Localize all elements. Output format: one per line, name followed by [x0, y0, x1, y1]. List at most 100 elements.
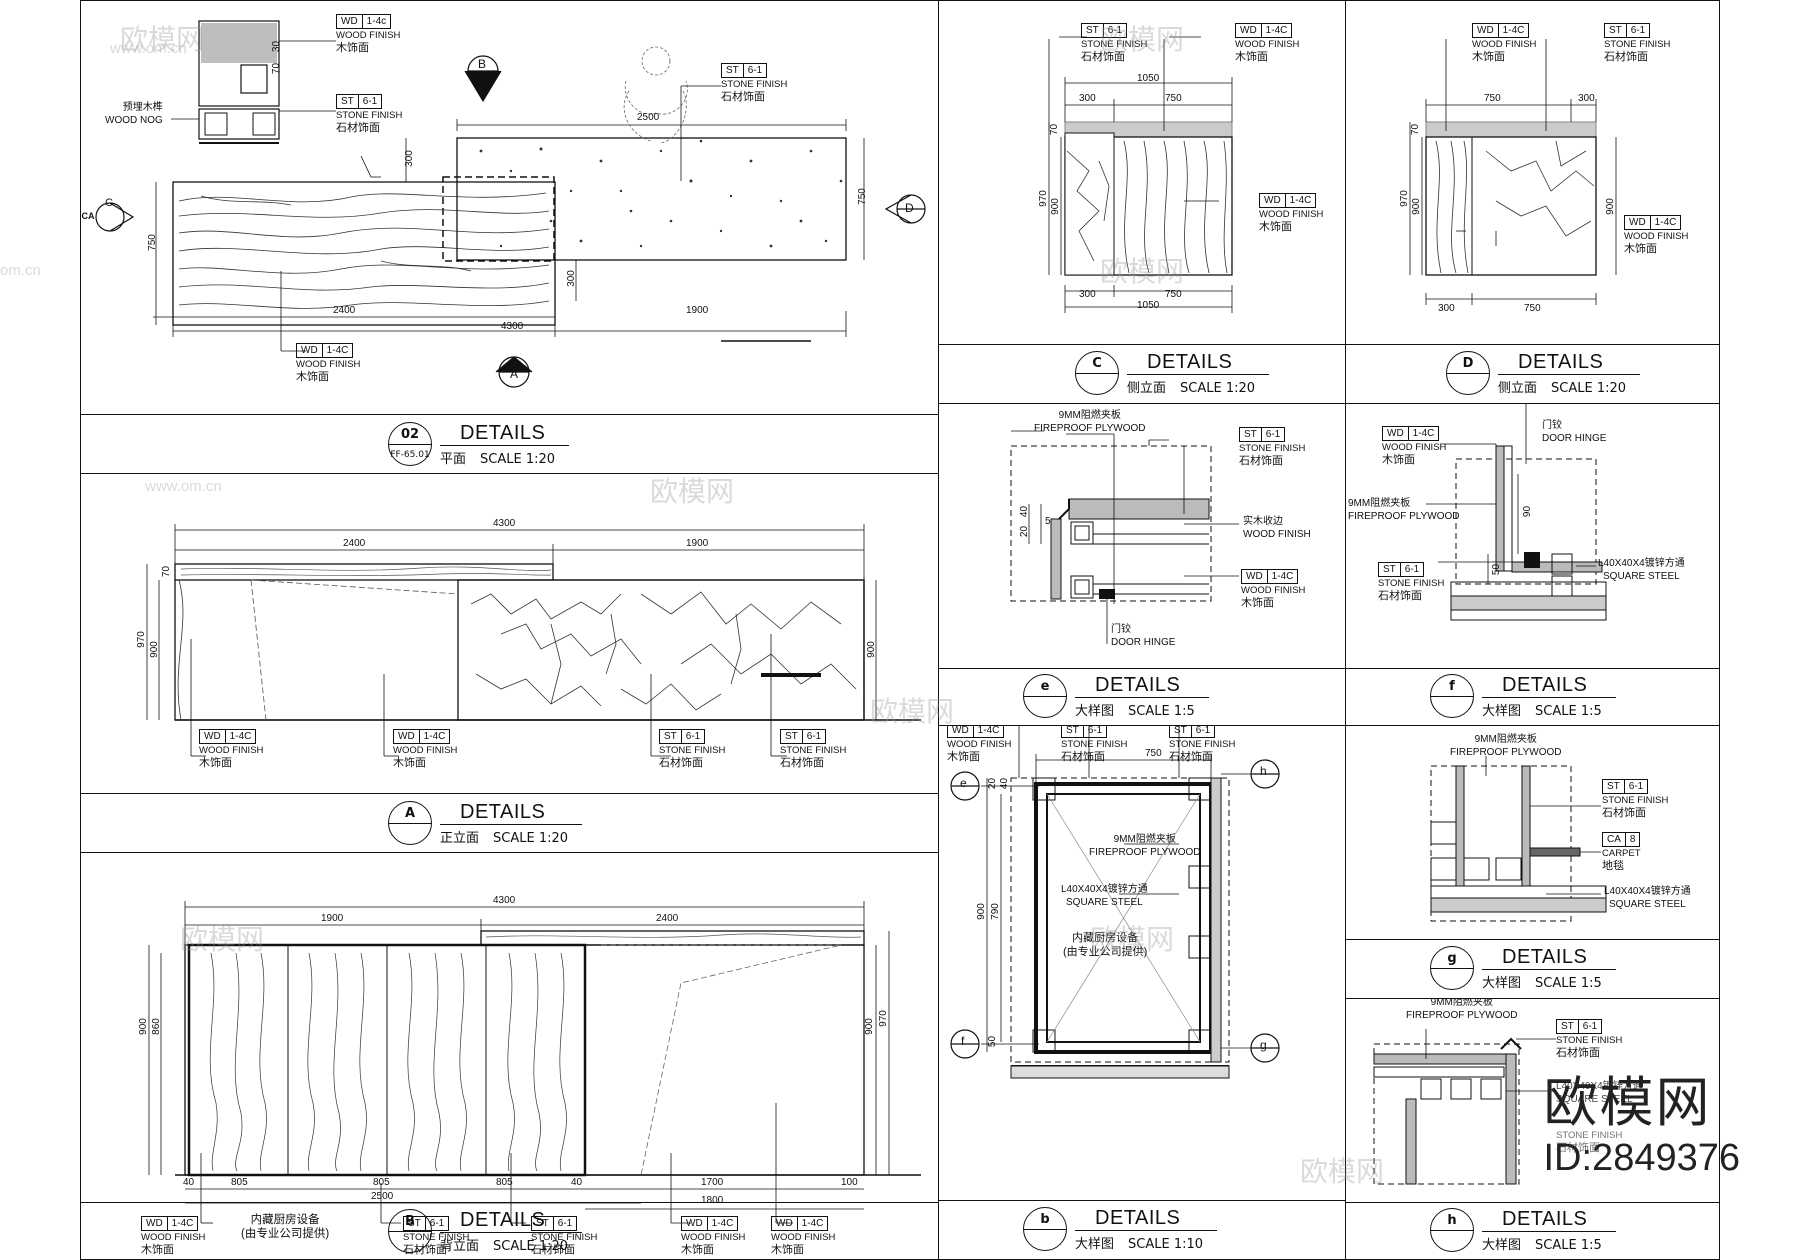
back-dim-1700: 1700 [701, 1177, 724, 1188]
back-dim-100: 100 [841, 1177, 858, 1188]
front-dim-70: 70 [161, 565, 173, 578]
marker-c-caption: ICA [80, 211, 95, 221]
detail-g-drawing [1430, 756, 1607, 922]
dim-30: 30 [271, 40, 283, 53]
front-dim-900-right: 900 [865, 641, 877, 658]
c-dim-1050-top: 1050 [1137, 73, 1160, 84]
back-dim-1900: 1900 [321, 913, 344, 924]
d-dim-300-bottom: 300 [1438, 303, 1455, 314]
brand-id: ID:2849376 [1543, 1137, 1741, 1179]
dim-70: 70 [271, 62, 283, 75]
back-dim-1800: 1800 [701, 1195, 724, 1206]
d-dim-970: 970 [1398, 190, 1410, 207]
watermark-url-3: om.cn [0, 262, 41, 279]
b-marker-e: e [960, 776, 967, 790]
front-dim-900-left: 900 [148, 641, 160, 658]
f-dim-50: 50 [1491, 563, 1503, 576]
back-dim-900-left: 900 [137, 1018, 149, 1035]
back-dim-805-c: 805 [496, 1177, 513, 1188]
d-dim-300-top: 300 [1578, 93, 1595, 104]
marker-d: D [905, 201, 914, 215]
dim-1900: 1900 [686, 305, 709, 316]
front-dim-1900: 1900 [686, 538, 709, 549]
back-dim-860: 860 [150, 1018, 162, 1035]
b-marker-f: f [961, 1034, 965, 1048]
brand-name: 欧模网 [1543, 1071, 1712, 1134]
b-dim-50: 50 [987, 1035, 999, 1048]
e-dim-40: 40 [1019, 505, 1031, 518]
panel-back-elevation: 4300 1900 2400 900 860 900 970 40 805 80… [80, 852, 939, 1260]
b-marker-h: h [1260, 764, 1267, 778]
b-dim-40: 40 [999, 777, 1011, 790]
back-dim-40-b: 40 [571, 1177, 583, 1188]
back-dim-970: 970 [877, 1010, 889, 1027]
back-dim-900-right: 900 [863, 1018, 875, 1035]
dim-750-right: 750 [856, 188, 868, 205]
marker-c: C [105, 197, 113, 209]
dim-4300: 4300 [501, 321, 524, 332]
front-dim-4300: 4300 [493, 518, 516, 529]
c-dim-900: 900 [1049, 198, 1061, 215]
dim-2400: 2400 [333, 305, 356, 316]
dim-300-a: 300 [403, 150, 415, 167]
e-dim-20: 20 [1019, 525, 1031, 538]
d-dim-750-bottom: 750 [1524, 303, 1541, 314]
d-dim-900-right: 900 [1604, 198, 1616, 215]
dim-2500: 2500 [637, 112, 660, 123]
dim-300-b: 300 [565, 270, 577, 287]
b-dim-790: 790 [989, 903, 1001, 920]
b-dim-750: 750 [1145, 748, 1162, 759]
back-dim-2400: 2400 [656, 913, 679, 924]
c-dim-70: 70 [1049, 123, 1061, 136]
